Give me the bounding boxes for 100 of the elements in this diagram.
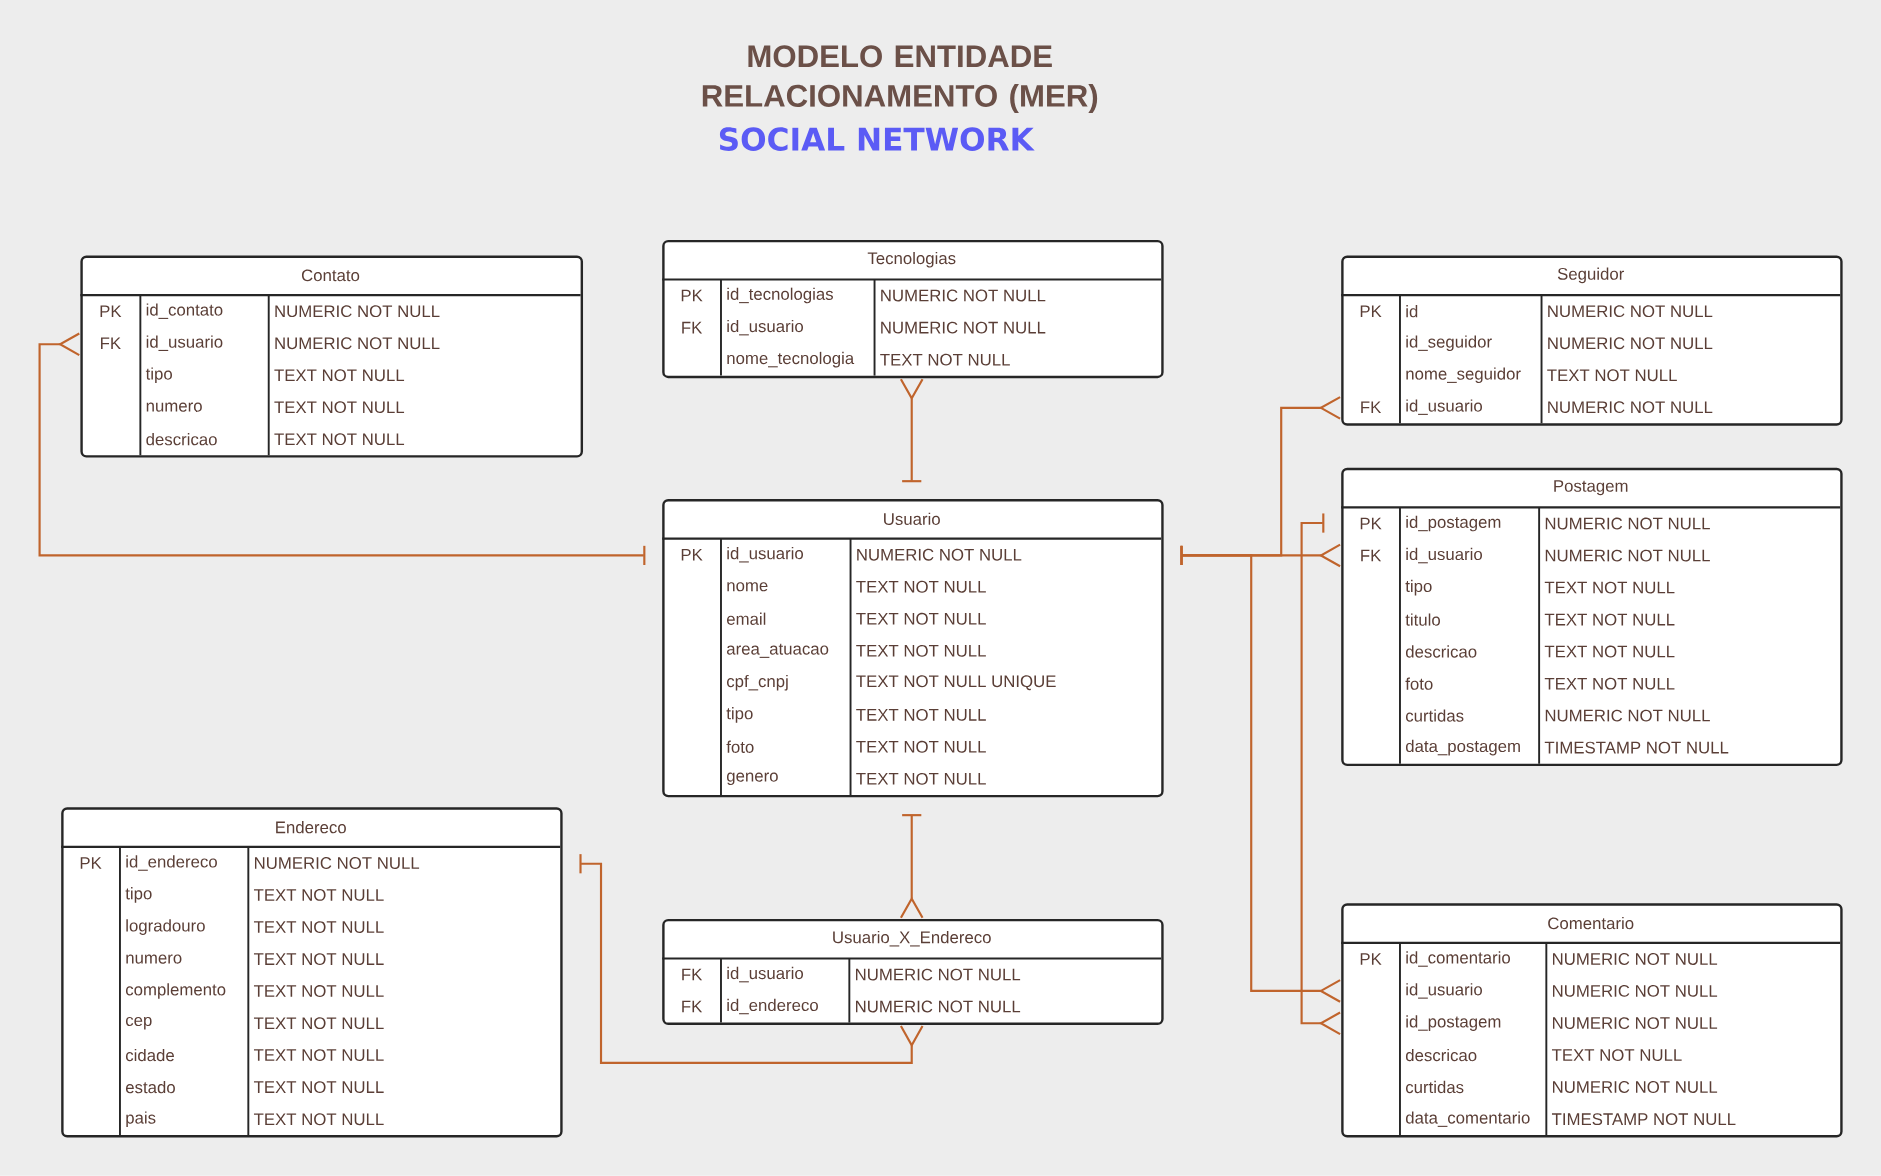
data-type: NUMERIC NOT NULL (1553, 1017, 1718, 1030)
table-box (61, 807, 563, 1138)
relationship-line (579, 854, 924, 1065)
data-type: TEXT NOT NULL (274, 433, 405, 446)
data-type: TEXT NOT NULL (856, 709, 986, 721)
column-name: tipo (1405, 579, 1432, 596)
data-type: NUMERIC NOT NULL (1545, 709, 1710, 722)
column-name: foto (726, 740, 754, 754)
column-name: nome (727, 582, 768, 592)
data-type: NUMERIC NOT NULL (275, 305, 440, 318)
key-label: FK (1361, 549, 1382, 562)
column-name: id_usuario (1406, 399, 1482, 416)
column-name: genero (726, 772, 778, 786)
relationship-line (38, 332, 646, 566)
table-title: Endereco (276, 821, 346, 834)
column-name: id_comentario (1406, 951, 1510, 967)
data-type: TEXT NOT NULL (254, 953, 384, 966)
table-title: Usuario (884, 512, 940, 526)
data-type: TEXT NOT NULL (856, 741, 986, 753)
data-type: TIMESTAMP NOT NULL (1544, 741, 1729, 754)
data-type: TEXT NOT NULL (1544, 645, 1675, 658)
table-box (1341, 903, 1843, 1138)
column-name: descricao (1405, 1049, 1477, 1062)
data-type: NUMERIC NOT NULL (1545, 517, 1710, 530)
key-label: PK (1360, 517, 1382, 530)
key-label: PK (80, 857, 102, 869)
data-type: NUMERIC NOT NULL (1553, 953, 1718, 966)
column-name: complemento (125, 983, 226, 1000)
column-name: descricao (146, 433, 217, 446)
data-type: TEXT NOT NULL (254, 1113, 384, 1126)
column-name: numero (126, 954, 182, 964)
key-label: PK (681, 549, 703, 561)
column-name: nome_tecnologia (727, 352, 855, 368)
column-name: id_endereco (727, 998, 818, 1015)
column-name: id_usuario (727, 967, 803, 983)
data-type: TEXT NOT NULL (274, 369, 405, 382)
data-type: TEXT NOT NULL (254, 1049, 384, 1062)
column-name: data_postagem (1405, 740, 1520, 756)
table-title: Contato (301, 269, 360, 282)
column-name: id_contato (146, 303, 223, 320)
column-name: id_usuario (727, 320, 803, 336)
key-label: PK (100, 305, 122, 318)
column-name: numero (146, 402, 202, 412)
column-name: curtidas (1405, 1081, 1464, 1094)
relationship-line (1180, 546, 1341, 1003)
column-name: id (1406, 305, 1418, 318)
key-label: PK (1360, 953, 1382, 965)
table-box (662, 240, 1164, 379)
column-name: id_seguidor (1406, 335, 1492, 352)
data-type: TEXT NOT NULL (254, 889, 384, 902)
data-type: TEXT NOT NULL (856, 645, 986, 657)
title: MODELO ENTIDADE RELACIONAMENTO (MER) (702, 45, 1098, 114)
data-type: TEXT NOT NULL (1544, 581, 1675, 594)
subtitle: SOCIAL NETWORK (719, 127, 1035, 152)
data-type: TEXT NOT NULL (856, 613, 986, 625)
data-type: TEXT NOT NULL (274, 401, 405, 414)
table-box (1341, 255, 1843, 426)
data-type: TEXT NOT NULL (1544, 677, 1675, 690)
data-type: TEXT NOT NULL (254, 1017, 384, 1030)
table-box (662, 499, 1164, 798)
data-type: TEXT NOT NULL (880, 353, 1010, 366)
key-label: FK (682, 1000, 703, 1013)
data-type: NUMERIC NOT NULL (255, 857, 420, 870)
table-title: Seguidor (1557, 267, 1624, 284)
column-name: curtidas (1405, 709, 1464, 722)
data-type: NUMERIC NOT NULL (1548, 337, 1713, 350)
data-type: NUMERIC NOT NULL (1548, 401, 1713, 414)
column-name: id_usuario (727, 547, 803, 563)
data-type: TEXT NOT NULL (856, 773, 986, 785)
column-name: logradouro (126, 919, 205, 936)
column-name: id_tecnologias (727, 287, 833, 304)
column-name: id_postagem (1406, 1015, 1501, 1032)
column-name: estado (125, 1081, 175, 1094)
table-box (662, 919, 1164, 1026)
table-box (1341, 468, 1843, 767)
column-name: nome_seguidor (1406, 367, 1521, 384)
data-type: NUMERIC NOT NULL (856, 1000, 1021, 1013)
column-name: tipo (125, 887, 152, 903)
column-name: cpf_cnpj (726, 675, 788, 691)
column-name: cidade (125, 1049, 174, 1062)
key-label: PK (1360, 305, 1382, 318)
key-label: FK (101, 337, 121, 350)
column-name: data_comentario (1405, 1111, 1530, 1128)
data-type: NUMERIC NOT NULL (857, 549, 1022, 561)
relationship-line (899, 814, 924, 919)
column-name: id_postagem (1406, 515, 1501, 532)
relationship-line (899, 378, 924, 483)
data-type: TEXT NOT NULL (1552, 1049, 1682, 1062)
column-name: cep (125, 1017, 152, 1030)
data-type: TEXT NOT NULL (1544, 613, 1675, 626)
data-type: NUMERIC NOT NULL (881, 321, 1046, 334)
data-type: TEXT NOT NULL (254, 985, 384, 998)
column-name: pais (126, 1111, 156, 1128)
table-title: Comentario (1548, 917, 1634, 930)
column-name: id_usuario (146, 335, 223, 352)
table-title: Tecnologias (867, 252, 956, 268)
key-label: FK (1361, 401, 1382, 414)
data-type: TEXT NOT NULL (254, 1081, 384, 1094)
data-type: NUMERIC NOT NULL (1545, 549, 1710, 562)
data-type: TEXT NOT NULL UNIQUE (856, 675, 1056, 691)
